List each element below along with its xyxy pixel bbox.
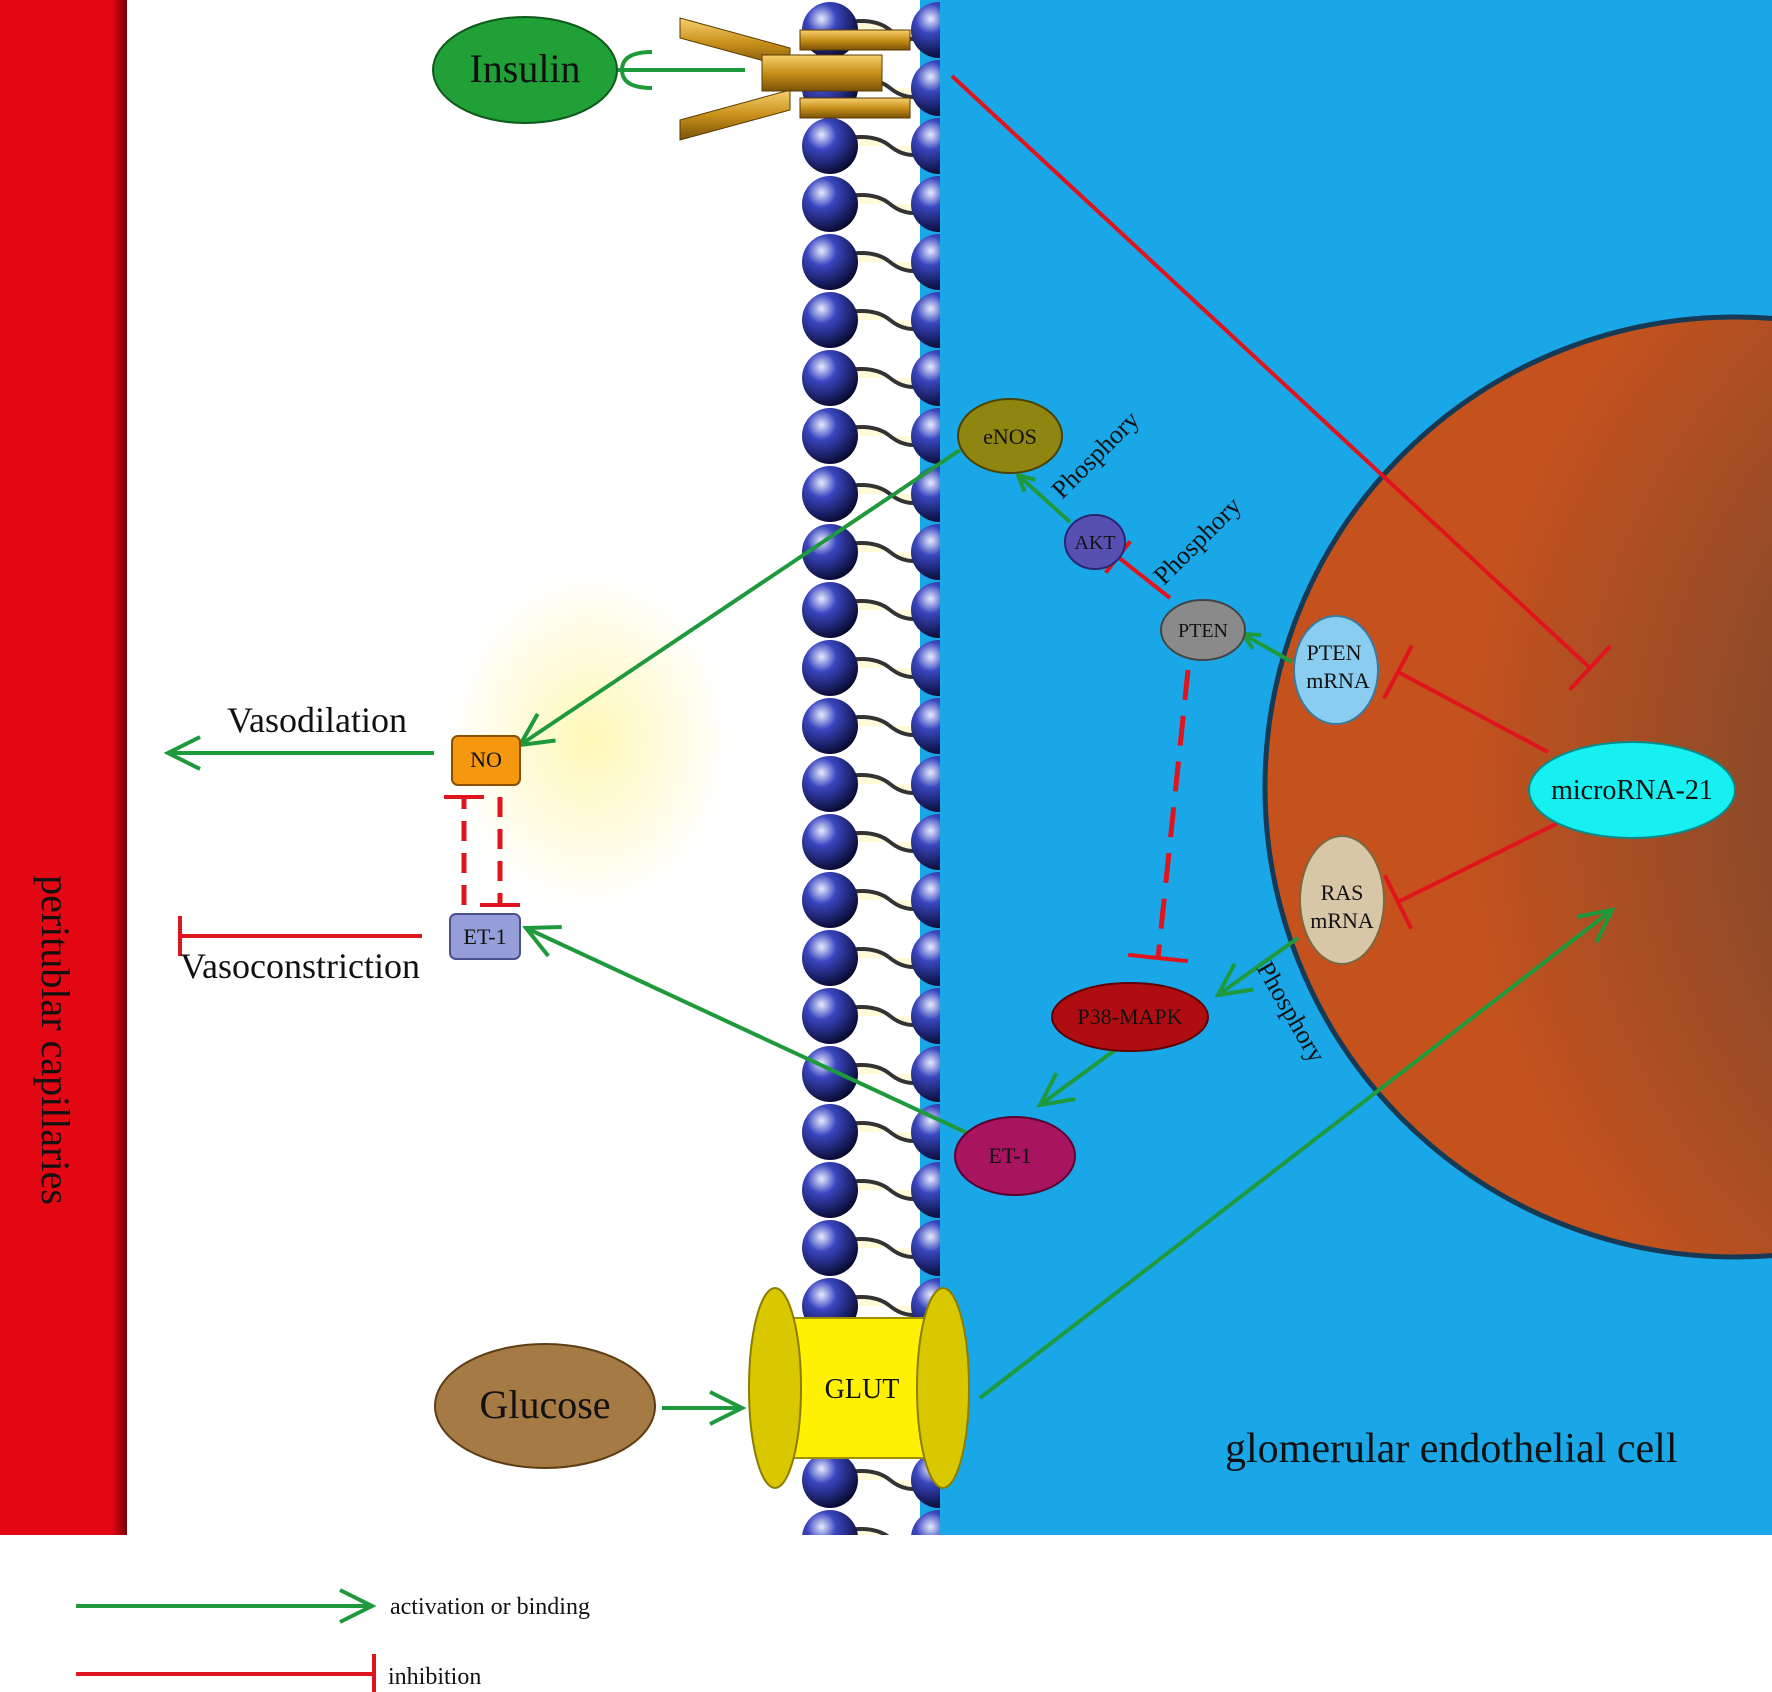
glut-label: GLUT	[825, 1374, 900, 1405]
edge-receptor-mirna	[950, 74, 1612, 692]
ras-mrna-node: RAS mRNA	[1299, 835, 1385, 965]
edge-ptenmrna-pten	[1243, 634, 1293, 664]
pten-node: PTEN	[1160, 599, 1246, 661]
vasodilation-label: Vasodilation	[227, 700, 407, 740]
akt-label: AKT	[1074, 532, 1115, 554]
glucose-node: Glucose	[434, 1343, 656, 1469]
edge-rasmrna-p38	[1218, 936, 1300, 995]
enos-node: eNOS	[957, 398, 1063, 474]
peritubular-capillary-bar	[0, 0, 127, 1535]
akt-node: AKT	[1064, 514, 1126, 570]
p38-node: P38-MAPK	[1051, 982, 1209, 1052]
mirna-label: microRNA-21	[1551, 775, 1713, 806]
ras-mrna-label-1: RAS	[1321, 880, 1364, 905]
et1-box-node: ET-1	[449, 913, 521, 960]
vasoconstriction-label: Vasoconstriction	[180, 946, 420, 986]
pten-mrna-label-1: PTEN	[1307, 640, 1362, 665]
enos-label: eNOS	[983, 424, 1037, 449]
capillaries-label: peritublar capillaries	[33, 875, 78, 1205]
edge-mirna-rasmrna	[1382, 820, 1561, 930]
edge-et1-et1box	[526, 928, 979, 1140]
insulin-node: Insulin	[432, 16, 618, 124]
et1-cell-node: ET-1	[954, 1116, 1076, 1196]
lipid-bilayer	[768, 0, 940, 1535]
et1-box-label: ET-1	[463, 924, 506, 949]
pten-label: PTEN	[1178, 620, 1228, 642]
edge-insulin-fork	[619, 50, 653, 90]
legend-inhibition-label: inhibition	[388, 1664, 481, 1690]
edge-enos-no	[520, 448, 962, 745]
glut-transporter	[748, 1287, 970, 1489]
insulin-label: Insulin	[469, 46, 580, 91]
mirna-node: microRNA-21	[1528, 741, 1736, 839]
p38-label: P38-MAPK	[1077, 1004, 1182, 1029]
pten-mrna-node: PTEN mRNA	[1293, 615, 1379, 725]
et1-cell-label: ET-1	[988, 1143, 1031, 1168]
edge-glut-mirna	[978, 910, 1612, 1400]
pten-mrna-label-2: mRNA	[1306, 668, 1370, 693]
edge-pten-p38	[1127, 669, 1191, 964]
cell-label: glomerular endothelial cell	[1225, 1426, 1677, 1472]
edge-pten-akt	[1104, 540, 1172, 600]
no-node: NO	[451, 735, 521, 786]
nucleus	[1262, 314, 1772, 1260]
glucose-label: Glucose	[479, 1382, 610, 1427]
no-glow	[450, 570, 730, 910]
edge-p38-et1	[1040, 1048, 1117, 1105]
edge-akt-enos	[1018, 475, 1072, 524]
no-label: NO	[470, 747, 502, 772]
ras-mrna-label-2: mRNA	[1310, 908, 1374, 933]
legend-activation-label: activation or binding	[390, 1594, 590, 1620]
edge-mirna-ptenmrna	[1382, 644, 1549, 754]
insulin-receptor	[679, 17, 911, 141]
legend: activation or binding inhibition	[76, 1594, 590, 1692]
